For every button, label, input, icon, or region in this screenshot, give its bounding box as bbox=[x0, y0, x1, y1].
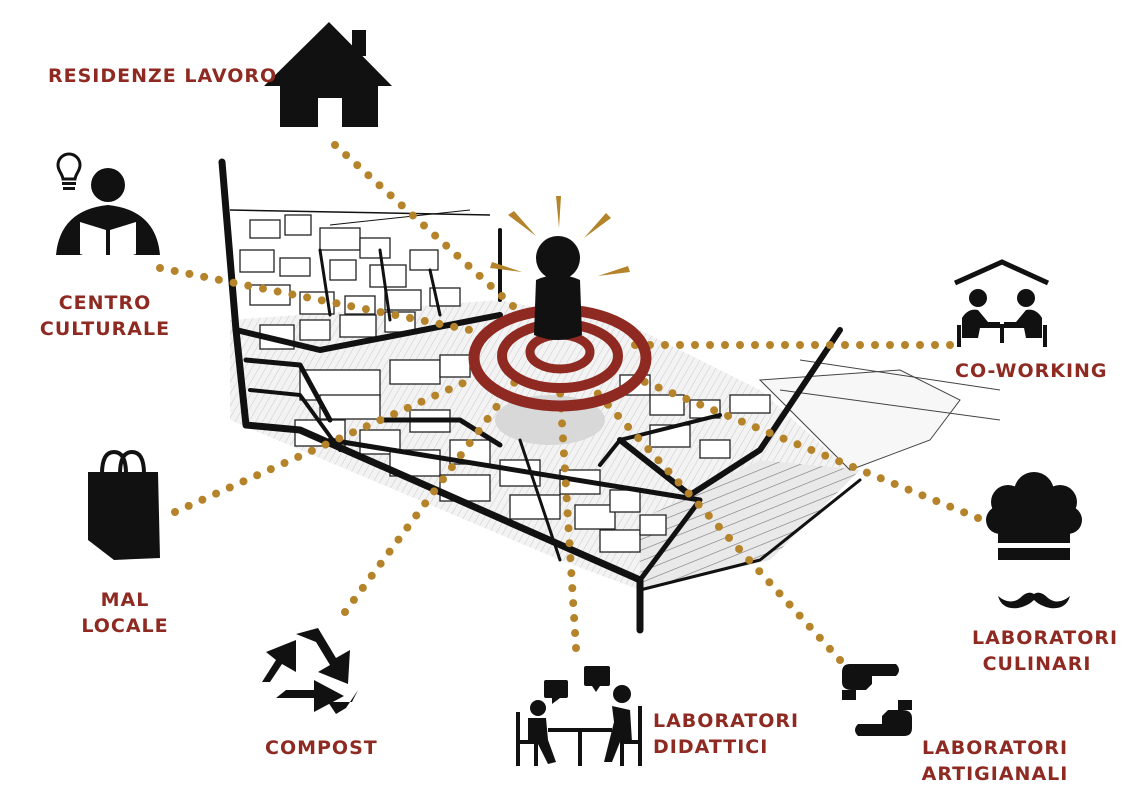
connector-artigianali bbox=[586, 381, 844, 664]
recycle-icon bbox=[262, 628, 358, 714]
label-mal-line2: LOCALE bbox=[81, 615, 169, 637]
house-icon bbox=[264, 22, 392, 127]
connector-compost bbox=[341, 371, 524, 616]
reader-lightbulb-icon bbox=[56, 152, 160, 262]
label-laboratori-didattici: LABORATORI DIDATTICI bbox=[653, 708, 799, 760]
label-didattici-line2: DIDATTICI bbox=[653, 736, 769, 758]
city-map bbox=[218, 158, 1001, 634]
label-residenze-lavoro: RESIDENZE LAVORO bbox=[48, 63, 277, 89]
label-culinari-line1: LABORATORI bbox=[972, 627, 1119, 649]
label-residenze-text: RESIDENZE LAVORO bbox=[48, 65, 278, 87]
label-compost-text: COMPOST bbox=[265, 737, 378, 759]
label-centro-culturale: CENTRO CULTURALE bbox=[30, 290, 180, 342]
label-didattici-line1: LABORATORI bbox=[653, 710, 800, 732]
label-coworking: CO-WORKING bbox=[955, 358, 1108, 384]
buildings-center bbox=[294, 354, 667, 553]
label-artigianali-line2: ARTIGIANALI bbox=[921, 763, 1069, 785]
connector-mal bbox=[171, 376, 474, 516]
label-centro-line1: CENTRO bbox=[58, 292, 152, 314]
label-compost: COMPOST bbox=[265, 735, 378, 761]
hands-frame-icon bbox=[842, 664, 912, 736]
label-laboratori-culinari: LABORATORI CULINARI bbox=[972, 625, 1119, 677]
connector-culinari bbox=[636, 376, 982, 522]
meeting-icon bbox=[516, 666, 642, 766]
connector-lines bbox=[156, 141, 982, 664]
shopping-bag-icon bbox=[88, 449, 160, 560]
connector-didattici bbox=[556, 386, 580, 652]
connector-residenze bbox=[331, 141, 549, 339]
coworking-icon bbox=[953, 259, 1050, 347]
label-culinari-line2: CULINARI bbox=[982, 653, 1092, 675]
label-laboratori-artigianali: LABORATORI ARTIGIANALI bbox=[920, 735, 1070, 787]
label-mal-line1: MAL bbox=[100, 589, 150, 611]
roads bbox=[218, 158, 862, 634]
label-coworking-text: CO-WORKING bbox=[955, 360, 1108, 382]
buildings-north bbox=[239, 214, 461, 350]
person-target-icon bbox=[468, 196, 652, 412]
label-centro-line2: CULTURALE bbox=[39, 318, 171, 340]
label-mal-locale: MAL LOCALE bbox=[70, 587, 180, 639]
label-artigianali-line1: LABORATORI bbox=[921, 737, 1069, 759]
chef-icon bbox=[986, 472, 1082, 609]
